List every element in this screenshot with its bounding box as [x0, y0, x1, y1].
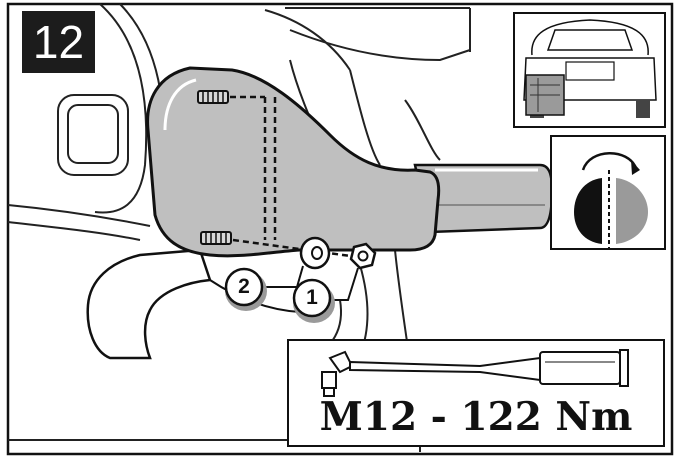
callout-1-label: 1 [306, 286, 318, 309]
taillight-recess [57, 94, 129, 176]
callout-2 [224, 267, 267, 311]
torque-wrench-icon [321, 349, 629, 397]
step-number-badge: 12 [22, 11, 95, 73]
callout-1 [292, 278, 335, 323]
washer [299, 236, 331, 270]
torque-specification: M12 - 122 Nm [319, 394, 633, 440]
exhaust-pipe [86, 248, 212, 360]
callout-2-label: 2 [238, 275, 250, 298]
assembly-guide-lines [230, 95, 366, 260]
thread-lock-adhesive-icon [550, 135, 666, 250]
car-rear-location-icon [513, 12, 666, 128]
stud-upper [197, 90, 229, 104]
stud-lower [200, 231, 232, 245]
towbar-bracket [146, 66, 441, 258]
nut [349, 242, 377, 270]
